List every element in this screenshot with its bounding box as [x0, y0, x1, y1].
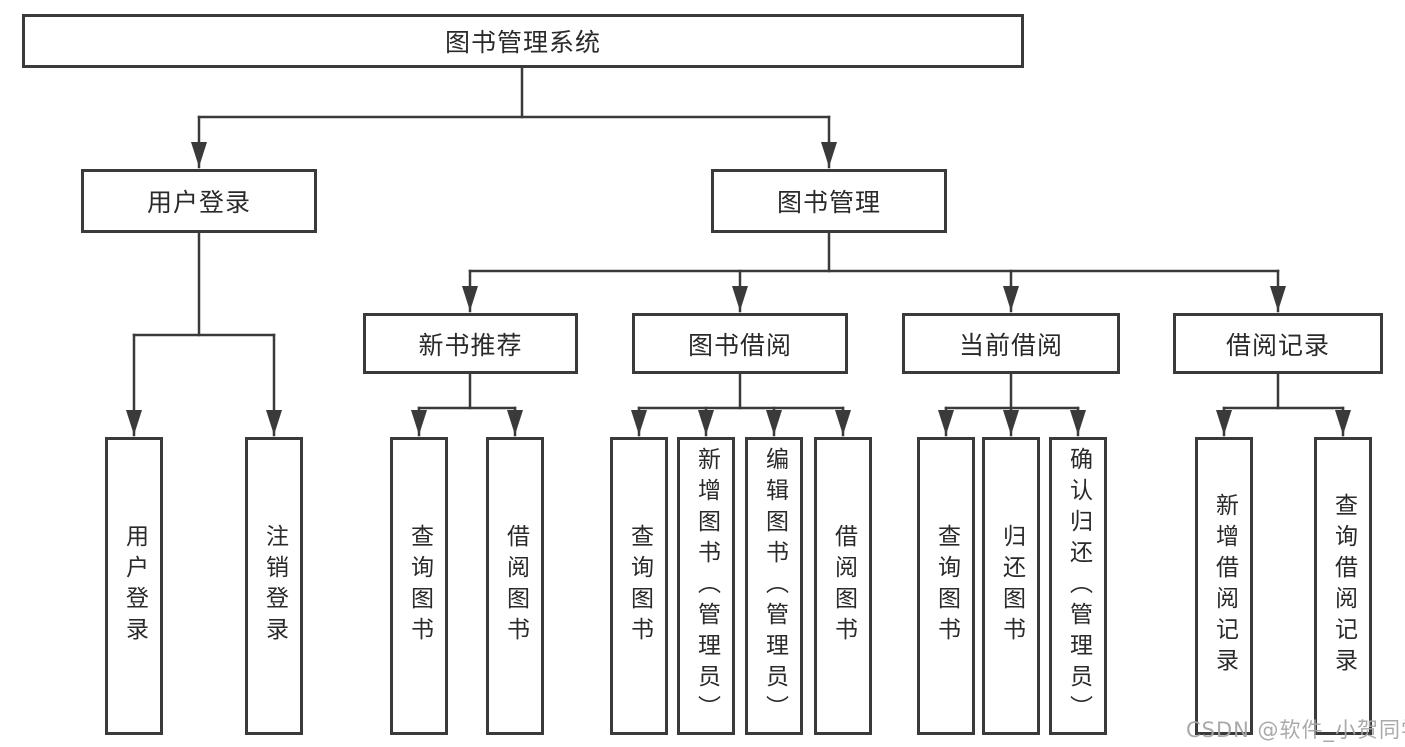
- node-label: 借阅记录: [1225, 330, 1330, 360]
- node-label: 图书管理系统: [444, 28, 601, 57]
- leaf-label: 编辑图书（管理员）: [761, 446, 788, 726]
- node-borrowing-records: 借阅记录: [1173, 313, 1383, 374]
- node-label: 新书推荐: [418, 330, 523, 360]
- leaf-label: 查询图书: [406, 524, 433, 648]
- leaf-borrow-books: 借阅图书: [814, 437, 872, 735]
- leaf-query-borrow-record: 查询借阅记录: [1314, 437, 1372, 735]
- leaf-add-books-admin: 新增图书（管理员）: [677, 437, 735, 735]
- csdn-watermark: CSDN @软件_小贺同学: [1186, 718, 1405, 742]
- node-book-management: 图书管理: [711, 169, 947, 233]
- node-current-borrowing: 当前借阅: [902, 313, 1120, 374]
- leaf-edit-books-admin: 编辑图书（管理员）: [745, 437, 803, 735]
- leaf-label: 新增借阅记录: [1211, 493, 1238, 679]
- leaf-label: 注销登录: [261, 524, 288, 648]
- node-book-borrowing: 图书借阅: [632, 313, 848, 374]
- leaf-newbook-query-books: 查询图书: [390, 437, 448, 735]
- leaf-label: 新增图书（管理员）: [693, 446, 720, 726]
- node-library-management-system: 图书管理系统: [22, 14, 1024, 68]
- node-label: 当前借阅: [958, 330, 1063, 360]
- leaf-return-books: 归还图书: [982, 437, 1040, 735]
- leaf-logout: 注销登录: [245, 437, 303, 735]
- node-user-login: 用户登录: [81, 169, 317, 233]
- leaf-newbook-borrow-books: 借阅图书: [486, 437, 544, 735]
- node-new-book-recommendation: 新书推荐: [363, 313, 578, 374]
- node-label: 用户登录: [146, 188, 251, 217]
- leaf-user-login: 用户登录: [105, 437, 163, 735]
- node-label: 图书管理: [776, 188, 881, 217]
- leaf-label: 查询借阅记录: [1330, 493, 1357, 679]
- leaf-label: 确认归还（管理员）: [1065, 446, 1092, 726]
- leaf-label: 用户登录: [121, 524, 148, 648]
- leaf-label: 查询图书: [933, 524, 960, 648]
- leaf-label: 归还图书: [998, 524, 1025, 648]
- leaf-confirm-return-admin: 确认归还（管理员）: [1049, 437, 1107, 735]
- leaf-label: 借阅图书: [830, 524, 857, 648]
- leaf-label: 借阅图书: [502, 524, 529, 648]
- leaf-add-borrow-record: 新增借阅记录: [1195, 437, 1253, 735]
- leaf-label: 查询图书: [626, 524, 653, 648]
- leaf-borrow-query-books: 查询图书: [610, 437, 668, 735]
- leaf-current-query-books: 查询图书: [917, 437, 975, 735]
- node-label: 图书借阅: [687, 330, 792, 360]
